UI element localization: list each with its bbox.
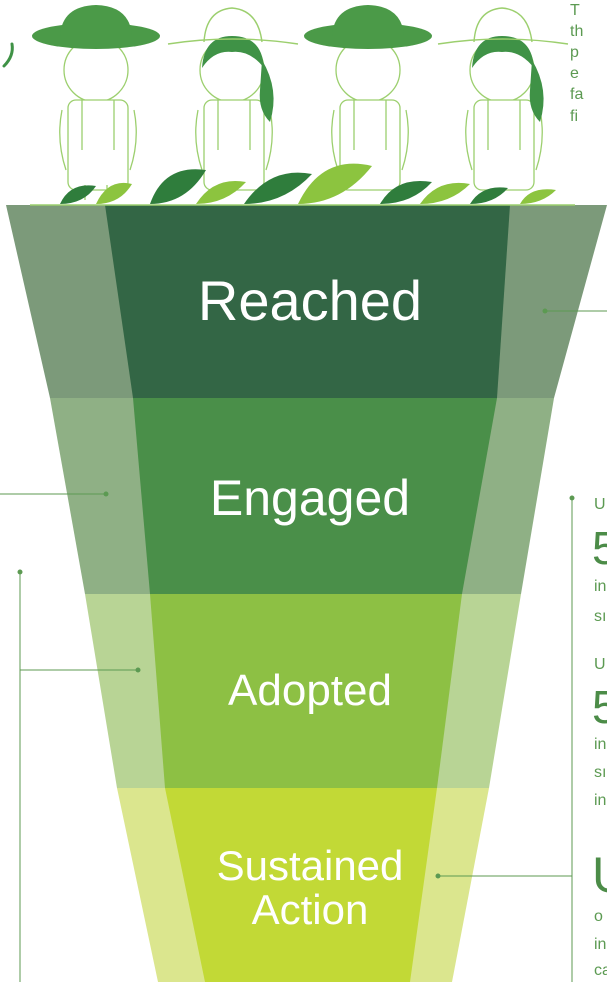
fragment-line: fi bbox=[570, 107, 578, 125]
hair-icon-2 bbox=[202, 36, 274, 122]
sustained-fragment-line3: ca bbox=[594, 962, 607, 979]
adopted-fragment-line1: U bbox=[594, 656, 606, 673]
engaged-fragment-line1: U bbox=[594, 496, 606, 513]
hat-icon-1 bbox=[32, 5, 160, 49]
reached-segment bbox=[105, 205, 510, 398]
sustained-fragment-big: U bbox=[592, 850, 607, 900]
hair-icon-4 bbox=[472, 36, 544, 122]
sustained-segment bbox=[165, 788, 437, 982]
fragment-line: e bbox=[570, 65, 579, 83]
leaf-cluster bbox=[60, 163, 556, 204]
adopted-fragment-line3: sı bbox=[594, 764, 607, 781]
engaged-fragment-number: 5 bbox=[592, 522, 607, 574]
top-right-text-fragment: T th p e fa fi bbox=[570, 0, 583, 127]
engaged-segment bbox=[133, 398, 497, 594]
stage-label-adopted: Adopted bbox=[228, 666, 392, 715]
stage-label-sustained-line2: Action bbox=[251, 886, 369, 933]
decorative-stroke bbox=[2, 42, 14, 68]
engaged-fragment-line3: sı bbox=[594, 608, 607, 625]
connector-lines bbox=[0, 308, 607, 982]
stage-label-reached: Reached bbox=[197, 269, 423, 332]
stage-label-sustained-line1: Sustained bbox=[216, 842, 404, 889]
adopted-segment bbox=[150, 594, 462, 788]
adopted-fragment-line4: in bbox=[594, 792, 607, 809]
fragment-line: p bbox=[570, 44, 579, 62]
fragment-line: th bbox=[570, 23, 584, 41]
stage-label-engaged: Engaged bbox=[209, 470, 411, 526]
adopted-fragment-line2: in bbox=[594, 736, 607, 753]
engaged-fragment-line2: in bbox=[594, 578, 607, 595]
straw-hat-icon-2 bbox=[167, 7, 299, 45]
hat-icon-3 bbox=[304, 5, 432, 49]
fragment-line: T bbox=[570, 2, 580, 19]
farmer-figure-1 bbox=[59, 37, 137, 200]
adopted-fragment-number: 5 bbox=[592, 681, 607, 733]
sustained-fragment-line1: o bbox=[594, 908, 603, 925]
fragment-line: fa bbox=[570, 86, 584, 104]
sustained-fragment-line2: in bbox=[594, 936, 607, 953]
straw-hat-icon-4 bbox=[437, 7, 569, 45]
